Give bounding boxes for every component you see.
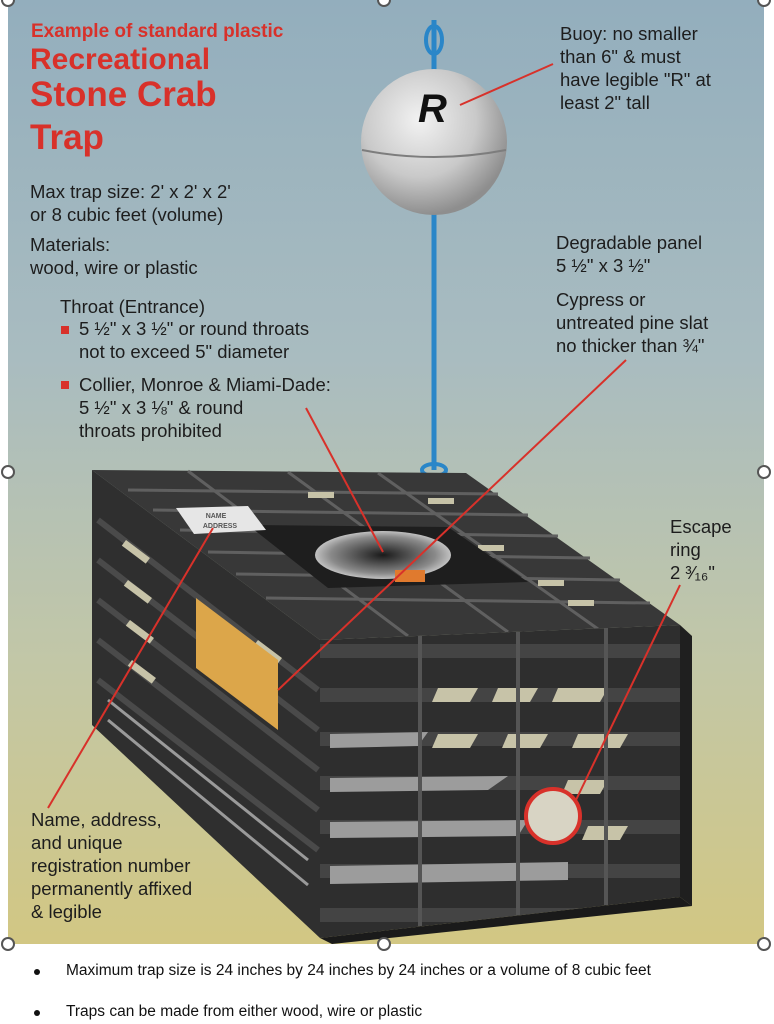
trap-poster: NAME ADDRESS: [8, 0, 764, 944]
trap: NAME ADDRESS: [92, 469, 692, 944]
slat-line2: untreated pine slat: [556, 312, 709, 333]
max-size-note: Max trap size: 2' x 2' x 2' or 8 cubic f…: [30, 180, 320, 226]
poster-title-line1: Recreational: [30, 43, 211, 76]
slat-line3: no thicker than ¾": [556, 335, 705, 356]
escape-line2: ring: [670, 539, 701, 560]
throat-bullet2-line3: throats prohibited: [79, 420, 222, 441]
bullet-dot-icon: [34, 969, 40, 975]
throat-bullet1-line2: not to exceed 5" diameter: [79, 341, 290, 362]
escape-ring: [524, 787, 582, 845]
bullet-dot-icon: [34, 1010, 40, 1016]
buoy-line3: have legible "R" at: [560, 69, 711, 90]
throat-bullet2-line2: 5 ½" x 3 ⅛" & round: [79, 397, 244, 418]
panel-note: Degradable panel 5 ½" x 3 ½": [556, 231, 756, 277]
resize-handle-top[interactable]: [377, 0, 391, 7]
bullet-text-1: Maximum trap size is 24 inches by 24 inc…: [66, 962, 651, 979]
degradable-panel: [196, 598, 278, 730]
name-address-note: Name, address, and unique registration n…: [31, 808, 251, 923]
resize-handle-bottom-right[interactable]: [757, 937, 771, 951]
panel-line1: Degradable panel: [556, 232, 703, 253]
materials-note: Materials: wood, wire or plastic: [30, 233, 290, 279]
throat-bullet2-line1: Collier, Monroe & Miami-Dade:: [79, 374, 331, 395]
resize-handle-top-left[interactable]: [1, 0, 15, 7]
buoy-line4: least 2" tall: [560, 92, 650, 113]
name-line5: & legible: [31, 901, 102, 922]
callout-lines: [47, 63, 681, 809]
throat-heading: Throat (Entrance): [60, 296, 205, 317]
slat-note: Cypress or untreated pine slat no thicke…: [556, 288, 764, 357]
poster-subtitle: Example of standard plastic: [31, 21, 284, 42]
throat-bullet-1: 5 ½" x 3 ½" or round throats not to exce…: [79, 317, 399, 363]
buoy: [361, 69, 507, 215]
materials-line2: wood, wire or plastic: [30, 257, 198, 278]
poster-title-line3: Trap: [30, 118, 104, 157]
resize-handle-left[interactable]: [1, 465, 15, 479]
name-tag-line2: ADDRESS: [203, 523, 238, 530]
materials-line1: Materials:: [30, 234, 111, 255]
name-tag-line1: NAME: [206, 513, 227, 520]
slat-line1: Cypress or: [556, 289, 646, 310]
throat-bullet-2: Collier, Monroe & Miami-Dade: 5 ½" x 3 ⅛…: [79, 373, 399, 442]
escape-ring-note: Escape ring 2 ³⁄₁₆": [670, 515, 760, 584]
escape-line1: Escape: [670, 516, 732, 537]
buoy-line1: Buoy: no smaller: [560, 23, 698, 44]
name-line4: permanently affixed: [31, 878, 193, 899]
panel-line2: 5 ½" x 3 ½": [556, 255, 651, 276]
resize-handle-bottom[interactable]: [377, 937, 391, 951]
name-line1: Name, address,: [31, 809, 162, 830]
max-size-line1: Max trap size: 2' x 2' x 2': [30, 181, 231, 202]
escape-line3: 2 ³⁄₁₆": [670, 562, 715, 583]
buoy-line2: than 6" & must: [560, 46, 681, 67]
max-size-line2: or 8 cubic feet (volume): [30, 204, 224, 225]
poster-title-line2: Stone Crab: [30, 75, 217, 114]
bullet-text-2: Traps can be made from either wood, wire…: [66, 1003, 423, 1020]
resize-handle-right[interactable]: [757, 465, 771, 479]
resize-handle-top-right[interactable]: [757, 0, 771, 7]
bullet-square-icon: [61, 381, 69, 389]
bullet-square-icon: [61, 326, 69, 334]
buoy-letter: R: [418, 87, 447, 131]
name-line2: and unique: [31, 832, 123, 853]
buoy-note: Buoy: no smaller than 6" & must have leg…: [560, 22, 760, 114]
trap-illustration: NAME ADDRESS: [47, 20, 692, 944]
name-line3: registration number: [31, 855, 191, 876]
resize-handle-bottom-left[interactable]: [1, 937, 15, 951]
throat-bullet1-line1: 5 ½" x 3 ½" or round throats: [79, 318, 310, 339]
